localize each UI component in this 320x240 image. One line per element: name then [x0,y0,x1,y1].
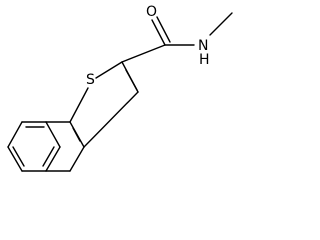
bond-carbonyl-1 [151,19,166,46]
bond-ring-a-double-3 [12,146,25,167]
bond-thiophene-4 [83,91,139,148]
bond-ring-a-6 [7,121,23,148]
bond-ring-a-double-2 [42,146,55,167]
nitrogen-label: N [198,38,208,54]
bond-thiophene-1 [69,87,89,123]
dihydro-ring [45,121,85,172]
chemical-structure: S O N H [7,4,233,172]
bond-thiophene-double [125,69,138,91]
amide-group [121,12,233,63]
bond-ring-to-carbonyl [121,44,166,63]
sulfur-label: S [86,72,95,88]
bond-ring-a-2 [45,121,61,148]
bond-ring-b-3 [69,146,85,172]
thiophene-ring [69,61,139,148]
bond-ring-a-3 [45,146,61,172]
bond-carbonyl-2 [156,16,171,43]
benzene-ring [7,121,61,172]
oxygen-label: O [146,4,157,20]
nitrogen-hydrogen-label: H [199,52,210,68]
bond-thiophene-2 [95,61,123,79]
bond-ring-a-5 [7,146,23,172]
bond-nitrogen-to-methyl [209,12,233,36]
bond-ring-b-double [72,127,81,142]
